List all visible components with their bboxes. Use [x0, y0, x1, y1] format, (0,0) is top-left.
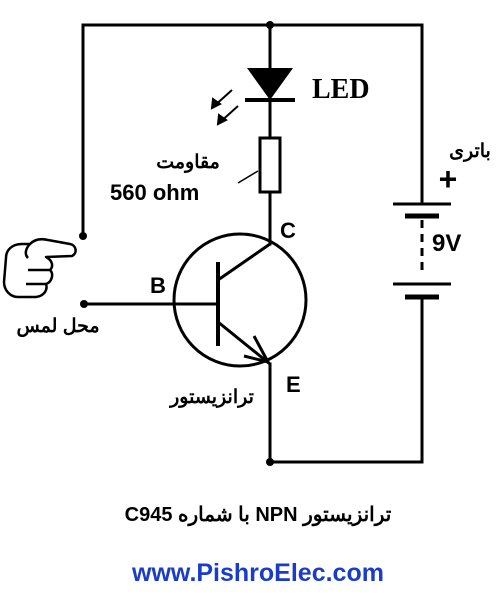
junction-bottom [266, 458, 274, 466]
led-label: LED [312, 74, 370, 105]
transistor-label-fa: ترانزیستور [168, 387, 254, 408]
transistor-emitter-lead [217, 320, 271, 366]
resistor-value: 560 ohm [110, 180, 199, 205]
transistor-envelope [172, 232, 308, 368]
transistor-collector-lead [217, 242, 271, 282]
wires [81, 23, 424, 464]
pointing-hand-icon [2, 237, 77, 299]
resistor [258, 136, 282, 194]
touch-point-label: محل لمس [16, 316, 99, 337]
collector-label: C [280, 218, 296, 243]
emitter-arrow-icon [243, 335, 271, 365]
footer-url[interactable]: www.PishroElec.com [131, 559, 384, 587]
battery [393, 202, 451, 300]
touch-contact-upper [79, 232, 87, 240]
battery-label-fa: باتری [449, 141, 491, 162]
junction-top [266, 21, 274, 29]
resistor-leader [237, 170, 259, 184]
transistor [172, 232, 308, 368]
base-label: B [150, 273, 166, 298]
battery-plus: + [439, 161, 458, 197]
emitter-label: E [286, 372, 301, 397]
led-triangle [247, 68, 293, 100]
footer-title: ترانزیستور NPN با شماره C945 [125, 504, 392, 527]
battery-voltage: 9V [432, 230, 461, 257]
junctions [79, 21, 274, 466]
touch-contact-lower [80, 300, 88, 308]
resistor-label-fa: مقاومت [156, 152, 220, 173]
light-emission-arrows-icon [210, 89, 239, 126]
led-diode [245, 68, 295, 102]
